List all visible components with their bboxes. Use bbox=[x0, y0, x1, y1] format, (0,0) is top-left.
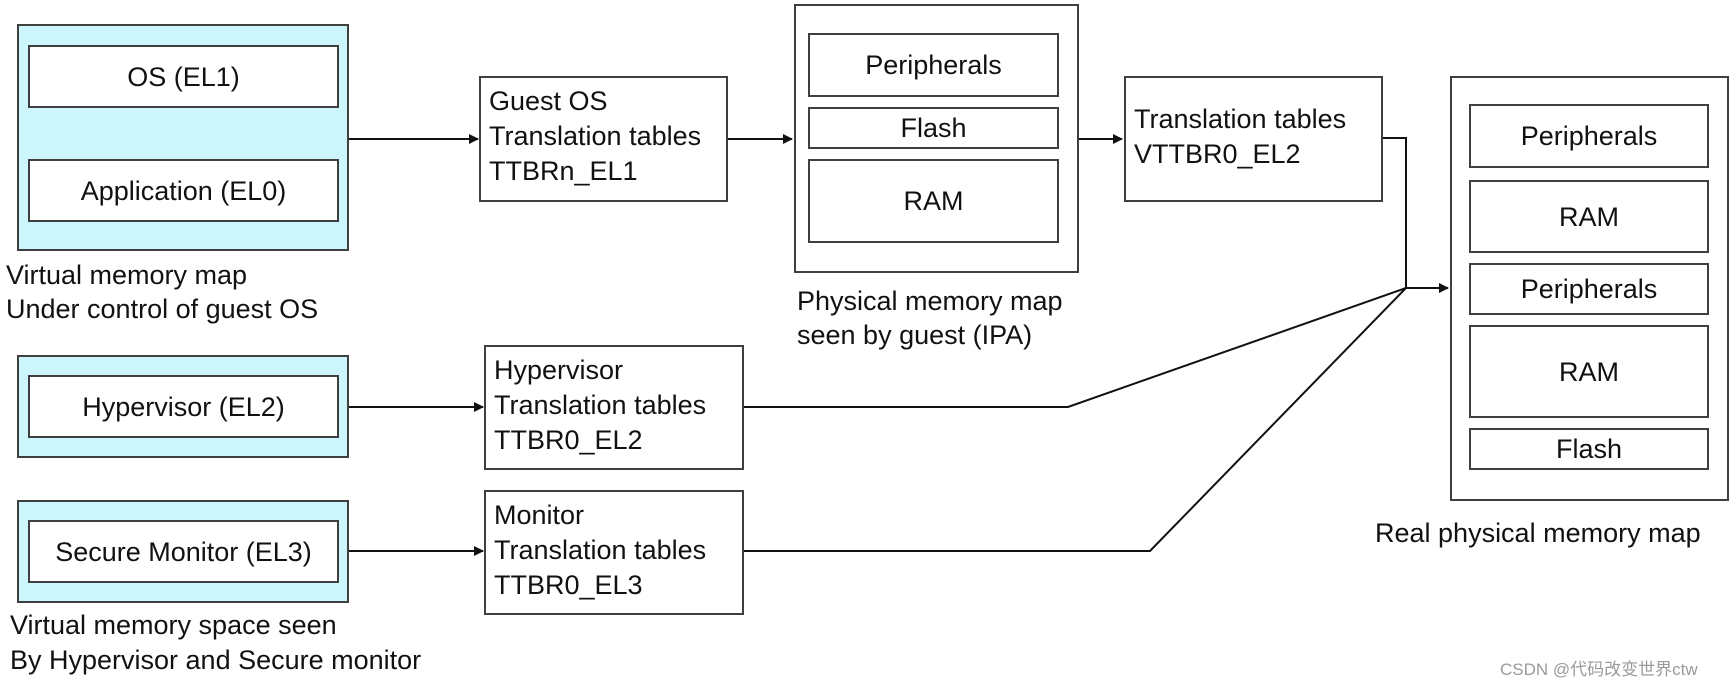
real-map-caption: Real physical memory map bbox=[1375, 518, 1701, 548]
ipa-region-ram: RAM bbox=[808, 159, 1059, 243]
hypervisor-el2-box: Hypervisor (EL2) bbox=[28, 375, 339, 438]
bottom-caption-line2: By Hypervisor and Secure monitor bbox=[10, 645, 422, 675]
line-stage2-tables-to-junction bbox=[1382, 137, 1407, 288]
guest-vm-caption-line2: Under control of guest OS bbox=[6, 294, 319, 324]
real-region-peripherals-1: Peripherals bbox=[1469, 104, 1709, 168]
real-region-peripherals-2: Peripherals bbox=[1469, 263, 1709, 315]
monitor-translation-tables: Monitor Translation tables TTBR0_EL3 bbox=[484, 490, 744, 615]
hypervisor-translation-tables: Hypervisor Translation tables TTBR0_EL2 bbox=[484, 345, 744, 470]
ipa-region-peripherals: Peripherals bbox=[808, 33, 1059, 97]
real-region-ram-1: RAM bbox=[1469, 180, 1709, 253]
real-region-flash: Flash bbox=[1469, 428, 1709, 470]
line-hypervisor-tables-to-junction bbox=[743, 287, 1407, 408]
guest-os-translation-tables: Guest OS Translation tables TTBRn_EL1 bbox=[479, 76, 728, 202]
csdn-watermark: CSDN @代码改变世界ctw bbox=[1500, 660, 1698, 679]
stage2-translation-tables: Translation tables VTTBR0_EL2 bbox=[1124, 76, 1383, 202]
line-monitor-tables-to-junction bbox=[743, 287, 1407, 552]
ipa-region-flash: Flash bbox=[808, 107, 1059, 149]
bottom-caption-line1: Virtual memory space seen bbox=[10, 610, 337, 640]
ipa-map-caption-line1: Physical memory map bbox=[797, 286, 1063, 316]
os-el1-box: OS (EL1) bbox=[28, 45, 339, 108]
ipa-map-caption-line2: seen by guest (IPA) bbox=[797, 320, 1033, 350]
guest-vm-caption-line1: Virtual memory map bbox=[6, 260, 248, 290]
real-region-ram-2: RAM bbox=[1469, 325, 1709, 418]
secure-monitor-el3-box: Secure Monitor (EL3) bbox=[28, 520, 339, 583]
application-el0-box: Application (EL0) bbox=[28, 159, 339, 222]
